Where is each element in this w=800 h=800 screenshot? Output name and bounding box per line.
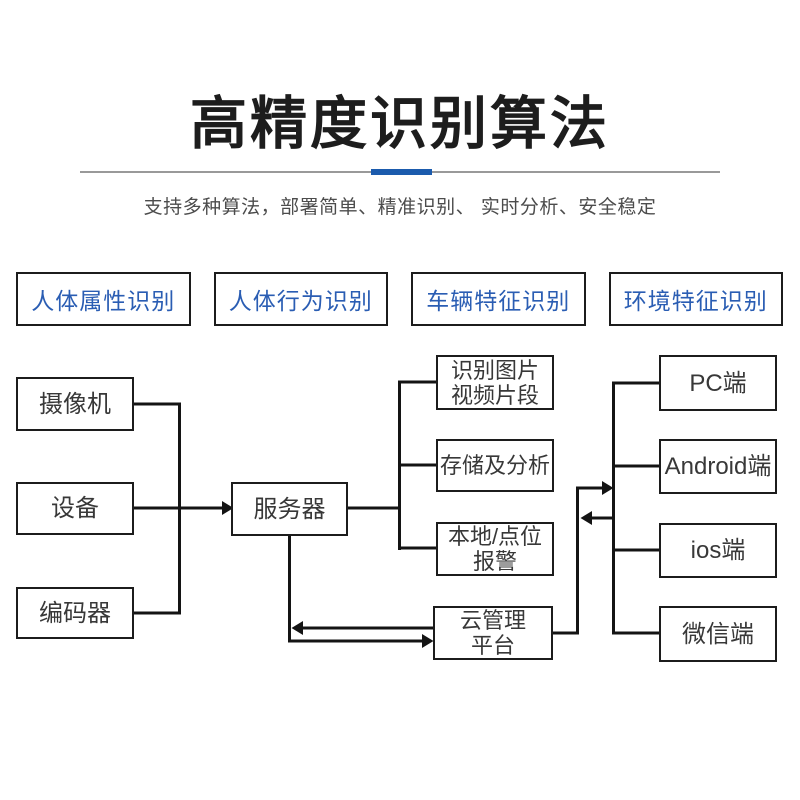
node-local-alarm-line1: 本地/点位 xyxy=(447,524,543,549)
node-encoder: 编码器 xyxy=(16,587,134,639)
divider-accent-bar xyxy=(371,169,432,175)
category-box-vehicle-feature: 车辆特征识别 xyxy=(411,272,586,326)
node-terminal-android: Android端 xyxy=(659,439,777,494)
node-local-alarm: 本地/点位 报警 xyxy=(436,522,554,576)
node-recognition-clips-line2: 视频片段 xyxy=(450,382,539,408)
node-terminal-wechat: 微信端 xyxy=(659,606,777,662)
node-cloud-platform-line1: 云管理 xyxy=(459,608,526,633)
node-terminal-android-label: Android端 xyxy=(664,453,772,480)
node-storage-analysis-line1: 存储及分析 xyxy=(439,453,550,478)
category-row: 人体属性识别 人体行为识别 车辆特征识别 环境特征识别 xyxy=(16,272,783,326)
connector-cloud-to-server xyxy=(291,621,433,635)
category-box-environment-feature: 环境特征识别 xyxy=(608,272,783,326)
connector-device-to-server xyxy=(133,501,234,515)
node-storage-analysis: 存储及分析 xyxy=(436,439,554,492)
node-cloud-platform: 云管理 平台 xyxy=(433,606,553,660)
node-terminal-pc-label: PC端 xyxy=(689,369,747,397)
node-terminal-ios: ios端 xyxy=(659,523,777,578)
connector-server-to-cloud xyxy=(288,534,434,648)
node-encoder-label: 编码器 xyxy=(39,599,111,627)
connector-terminals-trunk xyxy=(612,381,660,635)
node-server-label: 服务器 xyxy=(253,495,326,523)
node-local-alarm-line2: 报警 xyxy=(472,549,517,574)
connector-server-to-functions xyxy=(347,380,437,550)
page-title: 高精度识别算法 xyxy=(190,92,610,156)
node-recognition-clips: 识别图片 视频片段 xyxy=(436,355,554,410)
connector-cloud-to-terminals xyxy=(553,481,614,635)
node-device-label: 设备 xyxy=(51,495,99,522)
node-terminal-pc: PC端 xyxy=(659,355,777,411)
node-terminal-wechat-label: 微信端 xyxy=(682,620,754,648)
node-device: 设备 xyxy=(16,482,134,535)
connector-terminals-to-cloud xyxy=(580,511,613,525)
node-recognition-clips-line1: 识别图片 xyxy=(450,357,539,383)
node-camera: 摄像机 xyxy=(16,377,134,431)
node-server: 服务器 xyxy=(231,482,348,536)
category-box-human-attribute: 人体属性识别 xyxy=(16,272,191,326)
node-camera-label: 摄像机 xyxy=(39,390,111,418)
node-terminal-ios-label: ios端 xyxy=(690,537,746,564)
page-subtitle: 支持多种算法，部署简单、精准识别、 实时分析、安全稳定 xyxy=(143,197,657,218)
node-cloud-platform-line2: 平台 xyxy=(470,633,515,658)
category-box-human-behavior: 人体行为识别 xyxy=(213,272,388,326)
